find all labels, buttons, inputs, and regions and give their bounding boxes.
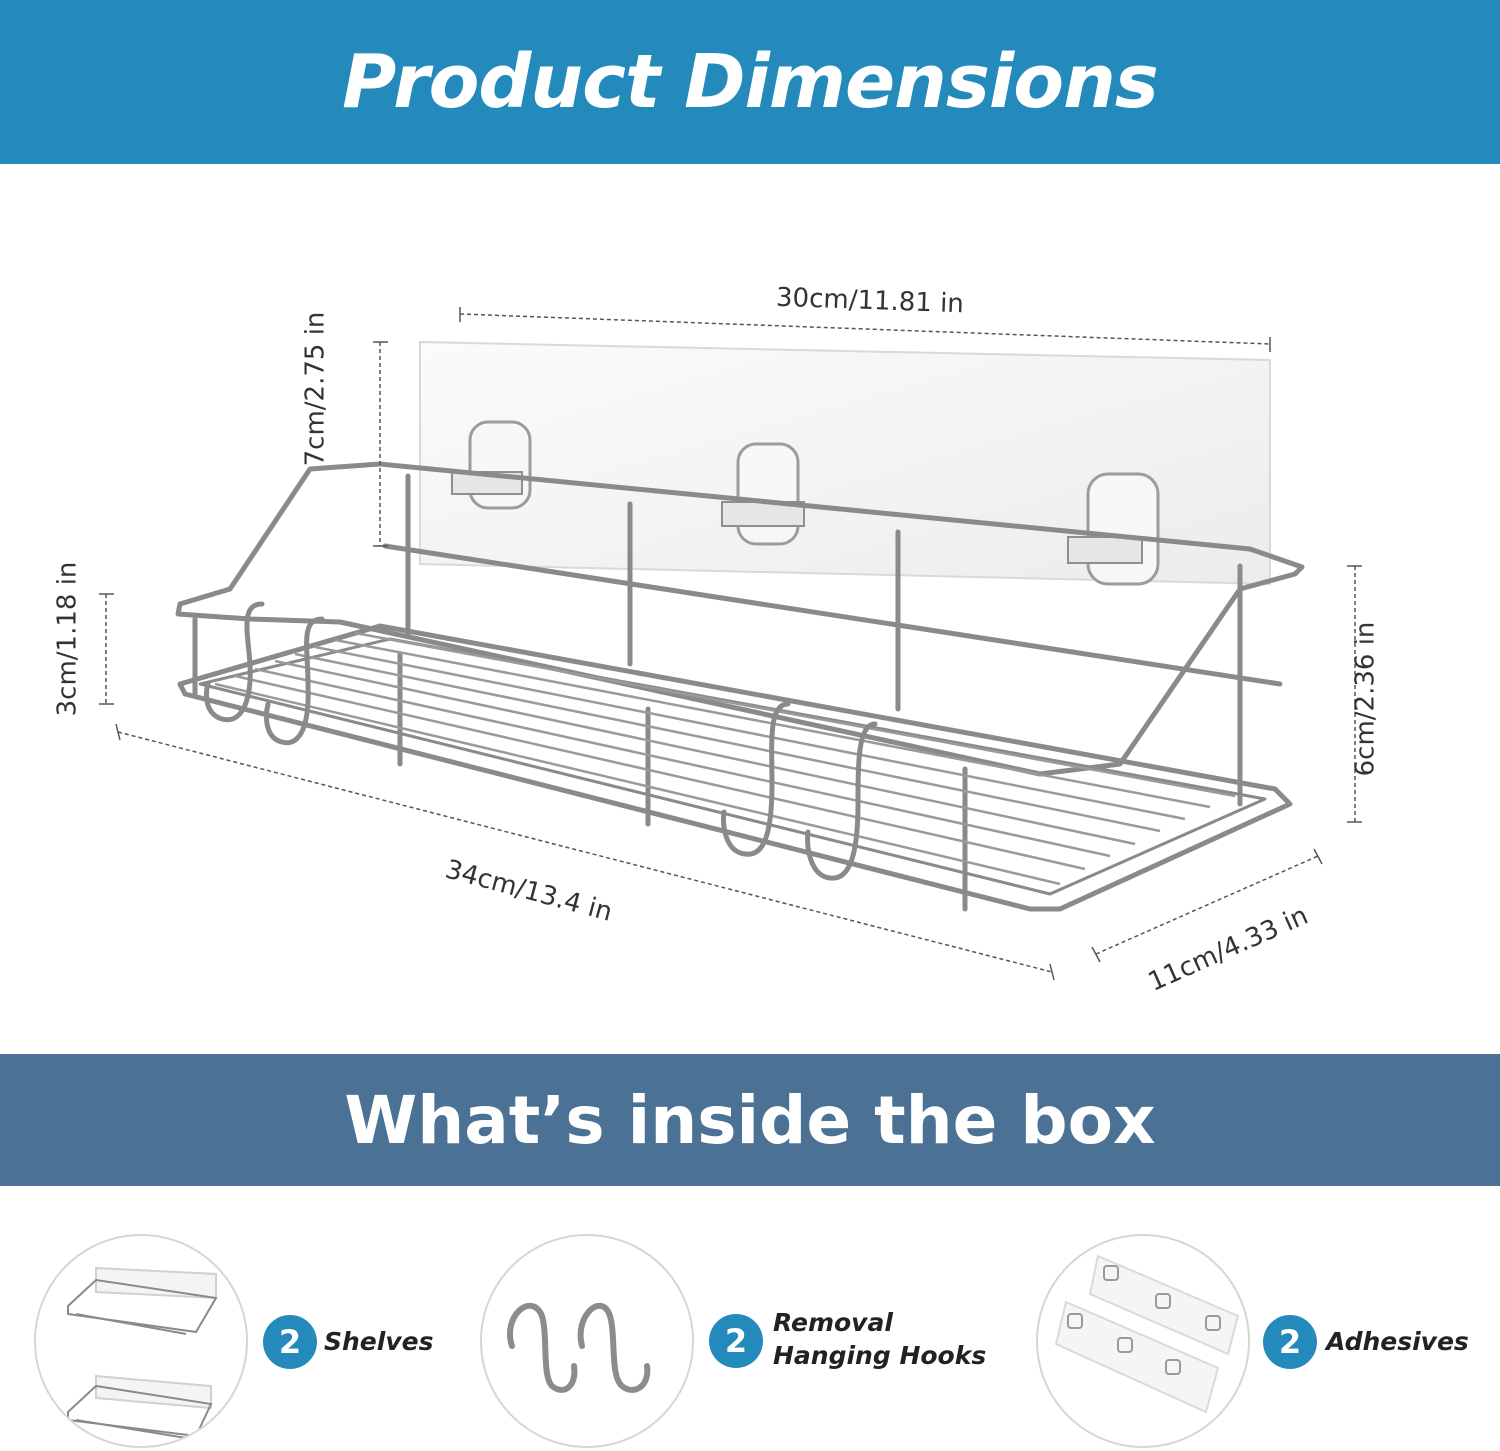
dimension-diagram: 30cm/11.81 in 7cm/2.75 in 3cm/1.18 in 6c… [0,164,1500,1054]
plate-height-label: 7cm/2.75 in [300,311,331,467]
inside-box-title: What’s inside the box [344,1081,1156,1159]
shelf-height-label: 6cm/2.36 in [1350,621,1381,777]
shelves-label: Shelves [324,1327,434,1356]
hooks-label-line1: Removal [773,1308,893,1337]
adhesives-count-badge: 2 [1263,1315,1317,1369]
page-title: Product Dimensions [342,39,1159,125]
shelves-image [34,1234,248,1448]
header-banner: Product Dimensions [0,0,1500,164]
front-rail-height-label: 3cm/1.18 in [52,561,83,717]
hooks-count-badge: 2 [709,1314,763,1368]
box-contents: 2 Shelves 2 Removal Hanging Hooks [0,1186,1500,1451]
inside-box-banner: What’s inside the box [0,1054,1500,1186]
adhesives-image [1036,1234,1250,1448]
shelves-count-badge: 2 [263,1315,317,1369]
hooks-image [480,1234,694,1448]
shelf-illustration [99,307,1362,981]
hooks-label-line2: Hanging Hooks [773,1341,987,1370]
adhesives-label: Adhesives [1326,1327,1469,1356]
